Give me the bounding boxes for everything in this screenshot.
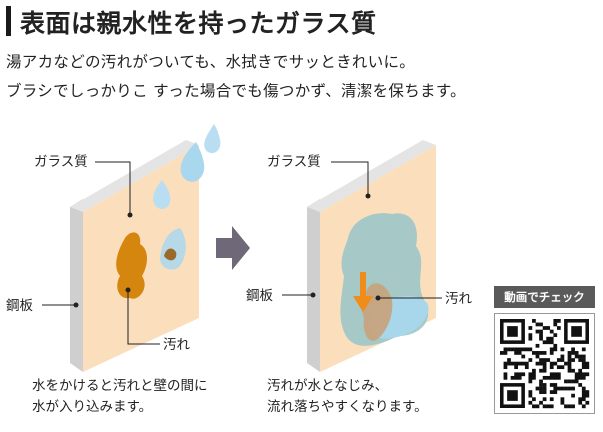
- right-panel-illustration: ガラス質 鋼板 汚れ: [246, 140, 472, 372]
- qr-code-icon: [500, 319, 590, 409]
- right-glass-label: ガラス質: [267, 154, 321, 170]
- right-glass-leader: [331, 161, 369, 196]
- transition-arrow-icon: [216, 226, 250, 270]
- left-steel-label: 鋼板: [6, 298, 33, 314]
- right-steel-edge: [307, 199, 320, 372]
- left-top-edge: [70, 140, 199, 212]
- intro-line-2: ブラシでしっかりこ すった場合でも傷つかず、清潔を保ちます。: [6, 82, 466, 100]
- left-stain: [116, 232, 147, 299]
- left-steel-edge: [70, 199, 83, 372]
- left-caption-line-1: 水をかけると汚れと壁の間に: [32, 378, 208, 394]
- right-caption-line-2: 流れ落ちやすくなります。: [267, 399, 428, 415]
- left-stain-leader: [127, 290, 160, 345]
- left-panel-illustration: ガラス質 鋼板 汚れ: [6, 124, 221, 372]
- water-drop-1: [180, 142, 205, 182]
- left-stain-under-water: [164, 248, 177, 261]
- water-drop-2: [204, 124, 221, 154]
- right-glass-dot: [365, 193, 371, 199]
- right-steel-label: 鋼板: [246, 288, 273, 304]
- left-steel-dot: [73, 302, 79, 308]
- left-stain-dot: [125, 287, 131, 293]
- left-caption: 水をかけると汚れと壁の間に 水が入り込みます。: [32, 376, 208, 418]
- right-top-edge: [307, 140, 436, 212]
- left-glass-dot: [127, 212, 133, 218]
- left-water-on-panel: [160, 228, 186, 270]
- left-glass-leader: [95, 161, 131, 215]
- title-accent-bar: [6, 6, 11, 36]
- right-orange-arrow-shaft: [360, 272, 366, 298]
- left-glass-label: ガラス質: [34, 154, 88, 170]
- right-caption-line-1: 汚れが水となじみ、: [267, 378, 389, 394]
- down-arrow-icon: [353, 296, 373, 312]
- right-stain-label: 汚れ: [445, 291, 472, 307]
- video-check-badge[interactable]: 動画でチェック: [494, 286, 595, 308]
- page-title: 表面は親水性を持ったガラス質: [20, 9, 377, 38]
- water-drop-3: [153, 180, 171, 210]
- left-stain-label: 汚れ: [163, 337, 190, 353]
- right-caption: 汚れが水となじみ、 流れ落ちやすくなります。: [267, 376, 428, 418]
- right-steel-dot: [310, 292, 316, 298]
- intro-line-1: 湯アカなどの汚れがついても、水拭きでサッときれいに。: [6, 53, 416, 71]
- left-caption-line-2: 水が入り込みます。: [32, 399, 153, 415]
- qr-code[interactable]: [494, 313, 595, 414]
- right-stain-dot: [375, 295, 381, 301]
